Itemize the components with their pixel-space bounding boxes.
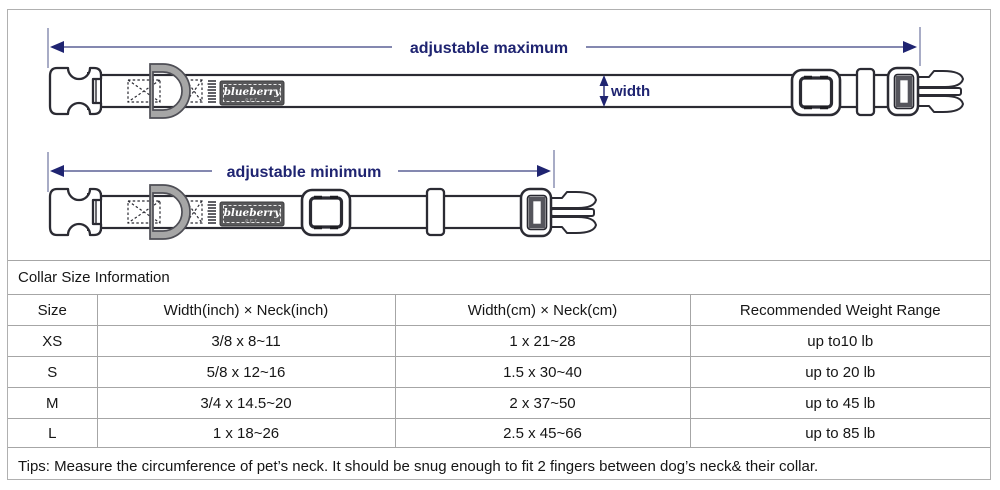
cell-inch: 3/8 x 8~11 [96,325,395,357]
collar-diagram: blueberry PET [47,27,1000,241]
cell-weight: up to 45 lb [689,387,990,419]
cell-size: M [8,387,97,419]
header-width-cm: Width(cm) × Neck(cm) [394,294,690,326]
arrow-left-icon [50,41,64,53]
cell-weight: up to 85 lb [689,418,990,448]
cell-cm: 1 x 21~28 [394,325,690,357]
cell-weight: up to 20 lb [689,356,990,388]
collar-size-table: Collar Size Information Size Width(inch)… [8,260,990,484]
arrow-right-icon [537,165,551,177]
table-row: XS 3/8 x 8~11 1 x 21~28 up to10 lb [8,325,990,357]
table-header-row: Size Width(inch) × Neck(inch) Width(cm) … [8,294,990,326]
width-annotation: width [599,75,650,107]
collar-max [48,62,963,120]
size-table-section: Collar Size Information Size Width(inch)… [8,260,990,484]
table-row: L 1 x 18~26 2.5 x 45~66 up to 85 lb [8,418,990,448]
table-row: M 3/4 x 14.5~20 2 x 37~50 up to 45 lb [8,387,990,419]
arrow-down-icon [599,96,609,107]
dimension-min: adjustable minimum [47,150,555,192]
adjustable-minimum-label: adjustable minimum [227,164,382,181]
cell-cm: 1.5 x 30~40 [394,356,690,388]
header-size: Size [8,294,97,326]
width-label: width [610,83,650,100]
table-row: S 5/8 x 12~16 1.5 x 30~40 up to 20 lb [8,356,990,388]
cell-size: L [8,418,97,448]
collar-min [48,183,596,241]
header-width-inch: Width(inch) × Neck(inch) [96,294,395,326]
cell-cm: 2 x 37~50 [394,387,690,419]
arrow-up-icon [599,75,609,86]
header-weight-range: Recommended Weight Range [689,294,990,326]
cell-inch: 1 x 18~26 [96,418,395,448]
cell-weight: up to10 lb [689,325,990,357]
arrow-left-icon [50,165,64,177]
tips-text: Tips: Measure the circumference of pet’s… [8,447,990,484]
cell-cm: 2.5 x 45~66 [394,418,690,448]
table-caption: Collar Size Information [18,269,170,286]
arrow-right-icon [903,41,917,53]
cell-inch: 3/4 x 14.5~20 [96,387,395,419]
cell-size: XS [8,325,97,357]
dimension-max: adjustable maximum [47,27,921,68]
cell-size: S [8,356,97,388]
adjustable-maximum-label: adjustable maximum [410,40,568,57]
cell-inch: 5/8 x 12~16 [96,356,395,388]
